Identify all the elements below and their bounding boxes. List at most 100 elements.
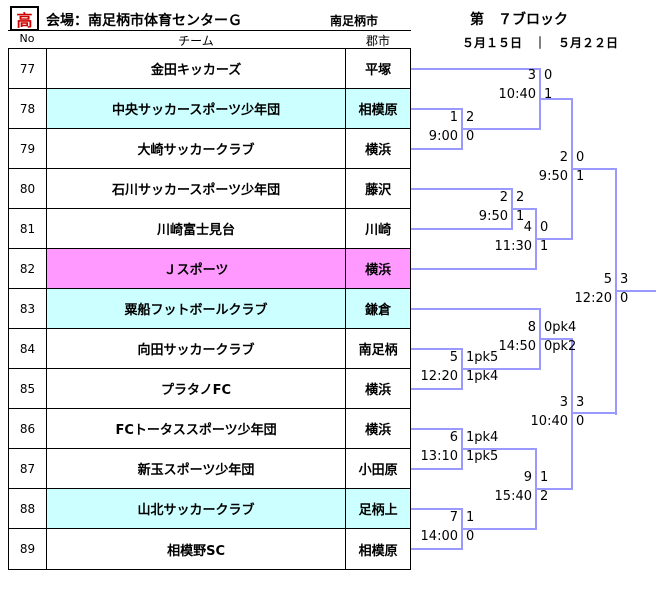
team-city: 川崎 [365,223,392,238]
table-row: 88 山北サッカークラブ 足柄上 [9,489,410,529]
table-row: 81 川崎富士見台 川崎 [9,209,410,249]
team-city: 平塚 [365,63,392,78]
team-city: 小田原 [358,463,398,478]
match-top-score: 2 [466,110,475,125]
team-no: 88 [9,489,47,528]
team-no: 81 [9,209,47,248]
bracket-line [411,68,540,70]
match-bottom-score: 1 [544,87,553,102]
match-label-2: 2 2 9:50 1 [454,188,524,226]
bracket-line [411,148,462,150]
team-name: 石川サッカースポーツ少年団 [47,169,347,208]
match-time: 9:50 [478,209,508,224]
match-bottom-score: 1pk5 [466,449,499,464]
match-label-final: 5 3 12:20 0 [558,270,629,308]
team-city: 鎌倉 [346,289,410,328]
team-city: 横浜 [365,383,392,398]
match-top-score: 0pk4 [544,320,577,335]
match-time: 13:10 [420,449,458,464]
table-row: 82 Ｊスポーツ 横浜 [9,249,410,289]
team-name: 金田キッカーズ [47,49,347,88]
team-city: 横浜 [365,423,392,438]
match-time: 10:40 [498,87,536,102]
match-number: 3 [527,68,536,83]
block-title: 第 ７ブロック [470,12,568,28]
bracket-line [411,228,512,230]
table-row: 83 粟船フットボールクラブ 鎌倉 [9,289,410,329]
bracket-line [411,428,462,430]
venue-city-label: 南足柄市 [330,14,379,28]
team-no: 86 [9,409,47,448]
match-label-6: 6 1pk4 13:10 1pk5 [404,428,499,466]
team-city: 南足柄 [358,343,398,358]
column-header-no: No [19,32,35,45]
team-no: 80 [9,169,47,208]
match-number: 8 [527,320,536,335]
bracket-line [571,412,616,414]
bracket-line [539,98,572,100]
bracket-line [539,338,572,340]
table-row: 77 金田キッカーズ 平塚 [9,49,410,89]
team-name: 向田サッカークラブ [47,329,347,368]
match-label-semifinal-2: 3 3 10:40 0 [514,393,585,431]
bracket-line [411,508,462,510]
bracket-line [461,528,536,530]
match-bottom-score: 0 [620,291,629,306]
match-time: 14:00 [420,529,458,544]
match-label-8: 8 0pk4 14:50 0pk2 [482,318,577,356]
table-row: 86 FCトータススポーツ少年団 横浜 [9,409,410,449]
bracket-line [571,168,616,170]
team-city: 横浜 [365,143,392,158]
team-table: 77 金田キッカーズ 平塚 78 中央サッカースポーツ少年団 相模原 79 大崎… [8,48,411,570]
team-city: 横浜 [346,249,410,288]
team-name: 山北サッカークラブ [46,489,347,528]
bracket-line [411,348,462,350]
match-label-1: 1 2 9:00 0 [404,108,474,146]
bracket-line [411,308,540,310]
match-bottom-score: 1pk4 [466,369,499,384]
match-number: 5 [449,350,458,365]
bracket-line [461,128,540,130]
column-header-team: チーム [178,34,214,48]
team-name: 中央サッカースポーツ少年団 [46,89,347,128]
match-label-semifinal-1: 2 0 9:50 1 [514,148,584,186]
team-no: 89 [9,529,47,569]
table-row: 87 新玉スポーツ少年団 小田原 [9,449,410,489]
match-number: 5 [603,272,612,287]
team-no: 78 [9,89,47,128]
bracket-line [411,188,512,190]
team-name: プラタノFC [47,369,347,408]
table-row: 80 石川サッカースポーツ少年団 藤沢 [9,169,410,209]
team-name: 川崎富士見台 [47,209,347,248]
match-label-7: 7 1 14:00 0 [404,508,475,546]
match-bottom-score: 2 [540,489,549,504]
match-number: 9 [523,470,532,485]
match-top-score: 1 [540,470,549,485]
match-top-score: 2 [516,190,525,205]
match-top-score: 3 [576,395,585,410]
table-row: 84 向田サッカークラブ 南足柄 [9,329,410,369]
table-row: 79 大崎サッカークラブ 横浜 [9,129,410,169]
match-bottom-score: 1 [576,169,585,184]
match-top-score: 0 [544,68,553,83]
bracket-line [535,488,572,490]
team-no: 83 [9,289,47,328]
team-name: 粟船フットボールクラブ [46,289,347,328]
team-no: 77 [9,49,47,88]
venue-title: 会場：南足柄市体育センターＧ [46,13,242,29]
match-number: 6 [449,430,458,445]
match-time: 9:50 [538,169,568,184]
grade-badge: 高 [10,6,39,31]
header-divider [8,30,411,31]
bracket-line [411,388,462,390]
bracket-line [411,268,536,270]
match-label-9: 9 1 15:40 2 [478,468,549,506]
bracket-line [461,368,540,370]
match-top-score: 3 [620,272,629,287]
team-name: 新玉スポーツ少年団 [47,449,347,488]
match-time: 11:30 [494,239,532,254]
team-name: FCトータススポーツ少年団 [47,409,347,448]
team-city: 足柄上 [346,489,410,528]
match-dates: ５月１５日 ｜ ５月２２日 [462,36,619,50]
match-bottom-score: 0 [576,414,585,429]
